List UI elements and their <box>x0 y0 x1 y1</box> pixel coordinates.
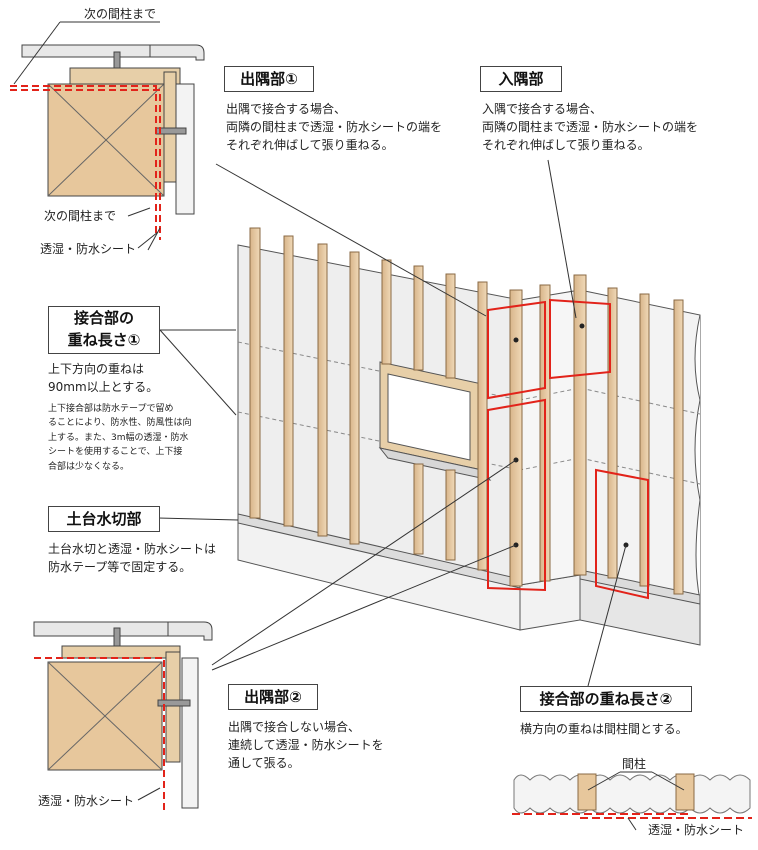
outer-corner-2-line-3: 通して張る。 <box>228 756 300 770</box>
mabashira-label: 間柱 <box>622 757 647 771</box>
overlap-1-title: 接合部の 重ね長さ① <box>48 306 160 354</box>
leader-lines <box>157 159 627 687</box>
overlap-1-note-4: シートを使用することで、上下接 <box>48 447 183 457</box>
overlap-2-title: 接合部の重ね長さ② <box>520 686 692 712</box>
studs-right <box>573 274 684 595</box>
overlap-1-title-line-2: 重ね長さ① <box>67 331 141 349</box>
outer-corner-1-line-2: 両隣の間柱まで透湿・防水シートの端を <box>226 120 443 134</box>
next-column-label-side: 次の間柱まで <box>44 209 117 223</box>
outer-corner-2-line-1: 出隅で接合しない場合、 <box>228 720 361 734</box>
overlap-1-title-line-1: 接合部の <box>73 309 134 327</box>
sill-flashing-title: 土台水切部 <box>48 506 160 532</box>
sheet-label-right-detail: 透湿・防水シート <box>648 823 745 837</box>
horizontal-overlap-detail <box>512 771 752 831</box>
inner-corner-line-2: 両隣の間柱まで透湿・防水シートの端を <box>482 120 699 134</box>
overlap-1-note-3: 上する。また、3m幅の透湿・防水 <box>48 433 189 443</box>
inner-corner-line-1: 入隅で接合する場合、 <box>482 102 603 116</box>
sill-flashing-line-1: 土台水切と透湿・防水シートは <box>48 542 217 556</box>
outer-corner-1-title: 出隅部① <box>224 66 314 92</box>
sheet-label-top-detail: 透湿・防水シート <box>40 242 137 256</box>
overlap-2-line-1: 横方向の重ねは間柱間とする。 <box>520 722 688 736</box>
overlap-1-note-2: ることにより、防水性、防風性は向 <box>48 418 192 428</box>
outer-corner-1-line-1: 出隅で接合する場合、 <box>226 102 347 116</box>
sheet-label-bottom-detail: 透湿・防水シート <box>38 794 135 808</box>
overlap-1-line-2: 90mm以上とする。 <box>48 380 159 394</box>
inner-corner-title: 入隅部 <box>480 66 562 92</box>
overlap-1-note-5: 合部は少なくなる。 <box>48 462 130 472</box>
inner-corner-line-3: それぞれ伸ばして張り重ねる。 <box>482 138 650 152</box>
overlap-1-line-1: 上下方向の重ねは <box>48 362 145 376</box>
main-wall <box>237 227 701 646</box>
bottom-corner-detail <box>33 621 213 810</box>
overlap-zones <box>487 298 649 600</box>
top-corner-detail <box>10 21 205 251</box>
sill-flashing-line-2: 防水テープ等で固定する。 <box>48 560 192 574</box>
outer-corner-2-line-2: 連続して透湿・防水シートを <box>228 738 384 752</box>
overlap-1-note-1: 上下接合部は防水テープで留め <box>48 404 174 414</box>
next-column-label-top: 次の間柱まで <box>84 7 157 21</box>
outer-corner-2-title: 出隅部② <box>228 684 318 710</box>
outer-corner-1-line-3: それぞれ伸ばして張り重ねる。 <box>226 138 394 152</box>
